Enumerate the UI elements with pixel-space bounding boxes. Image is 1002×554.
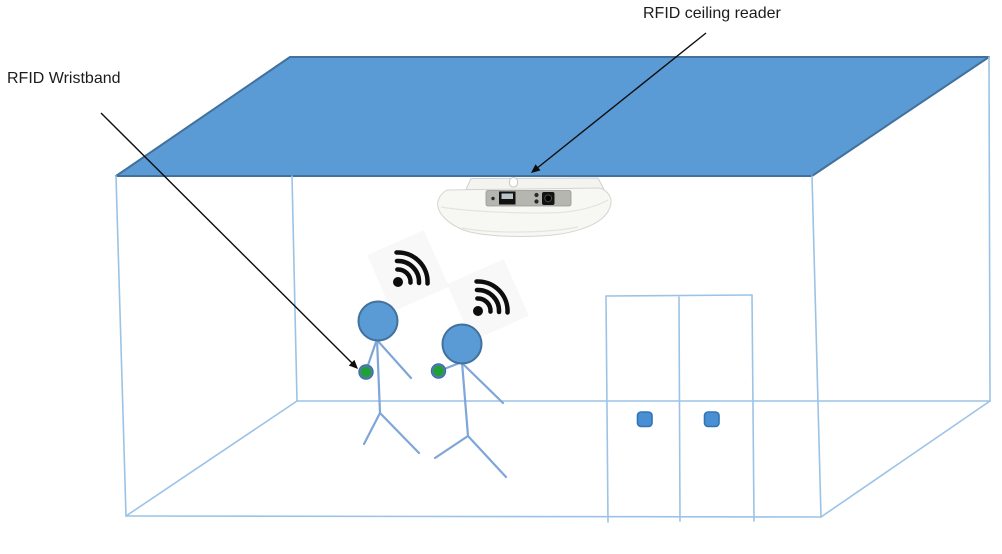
person-1 [357, 300, 421, 455]
device-mount-notch [509, 177, 518, 188]
ceiling-surface [115, 56, 990, 177]
door-handle-right [703, 411, 720, 428]
annotation-arrow-ceiling-reader [531, 32, 707, 173]
door-top [605, 294, 753, 297]
door-left-edge [605, 295, 609, 523]
door-handle-left [636, 411, 653, 428]
person-head [441, 323, 483, 365]
device-power-jack-hole [544, 194, 553, 203]
wifi-signal-icon [367, 230, 449, 312]
rfid-ceiling-reader-device [437, 177, 612, 237]
device-led [534, 192, 539, 198]
label-rfid-ceiling-reader: RFID ceiling reader [643, 5, 781, 22]
person-2 [430, 323, 508, 479]
annotation-arrow-wristband [100, 112, 358, 369]
device-ethernet-inner [501, 193, 513, 199]
door-divider [678, 296, 681, 522]
device-led [534, 199, 539, 204]
label-rfid-wristband: RFID Wristband [7, 70, 121, 87]
door [605, 294, 755, 523]
rfid-wristband-dot-icon [430, 363, 447, 379]
person-head [357, 300, 399, 342]
room-wireframe [115, 56, 991, 518]
rfid-wristband-dot-icon [358, 364, 374, 380]
wifi-signal-icon [447, 259, 529, 341]
device-led [491, 196, 495, 201]
door-right-edge [751, 294, 755, 522]
device-port-panel [485, 190, 572, 207]
